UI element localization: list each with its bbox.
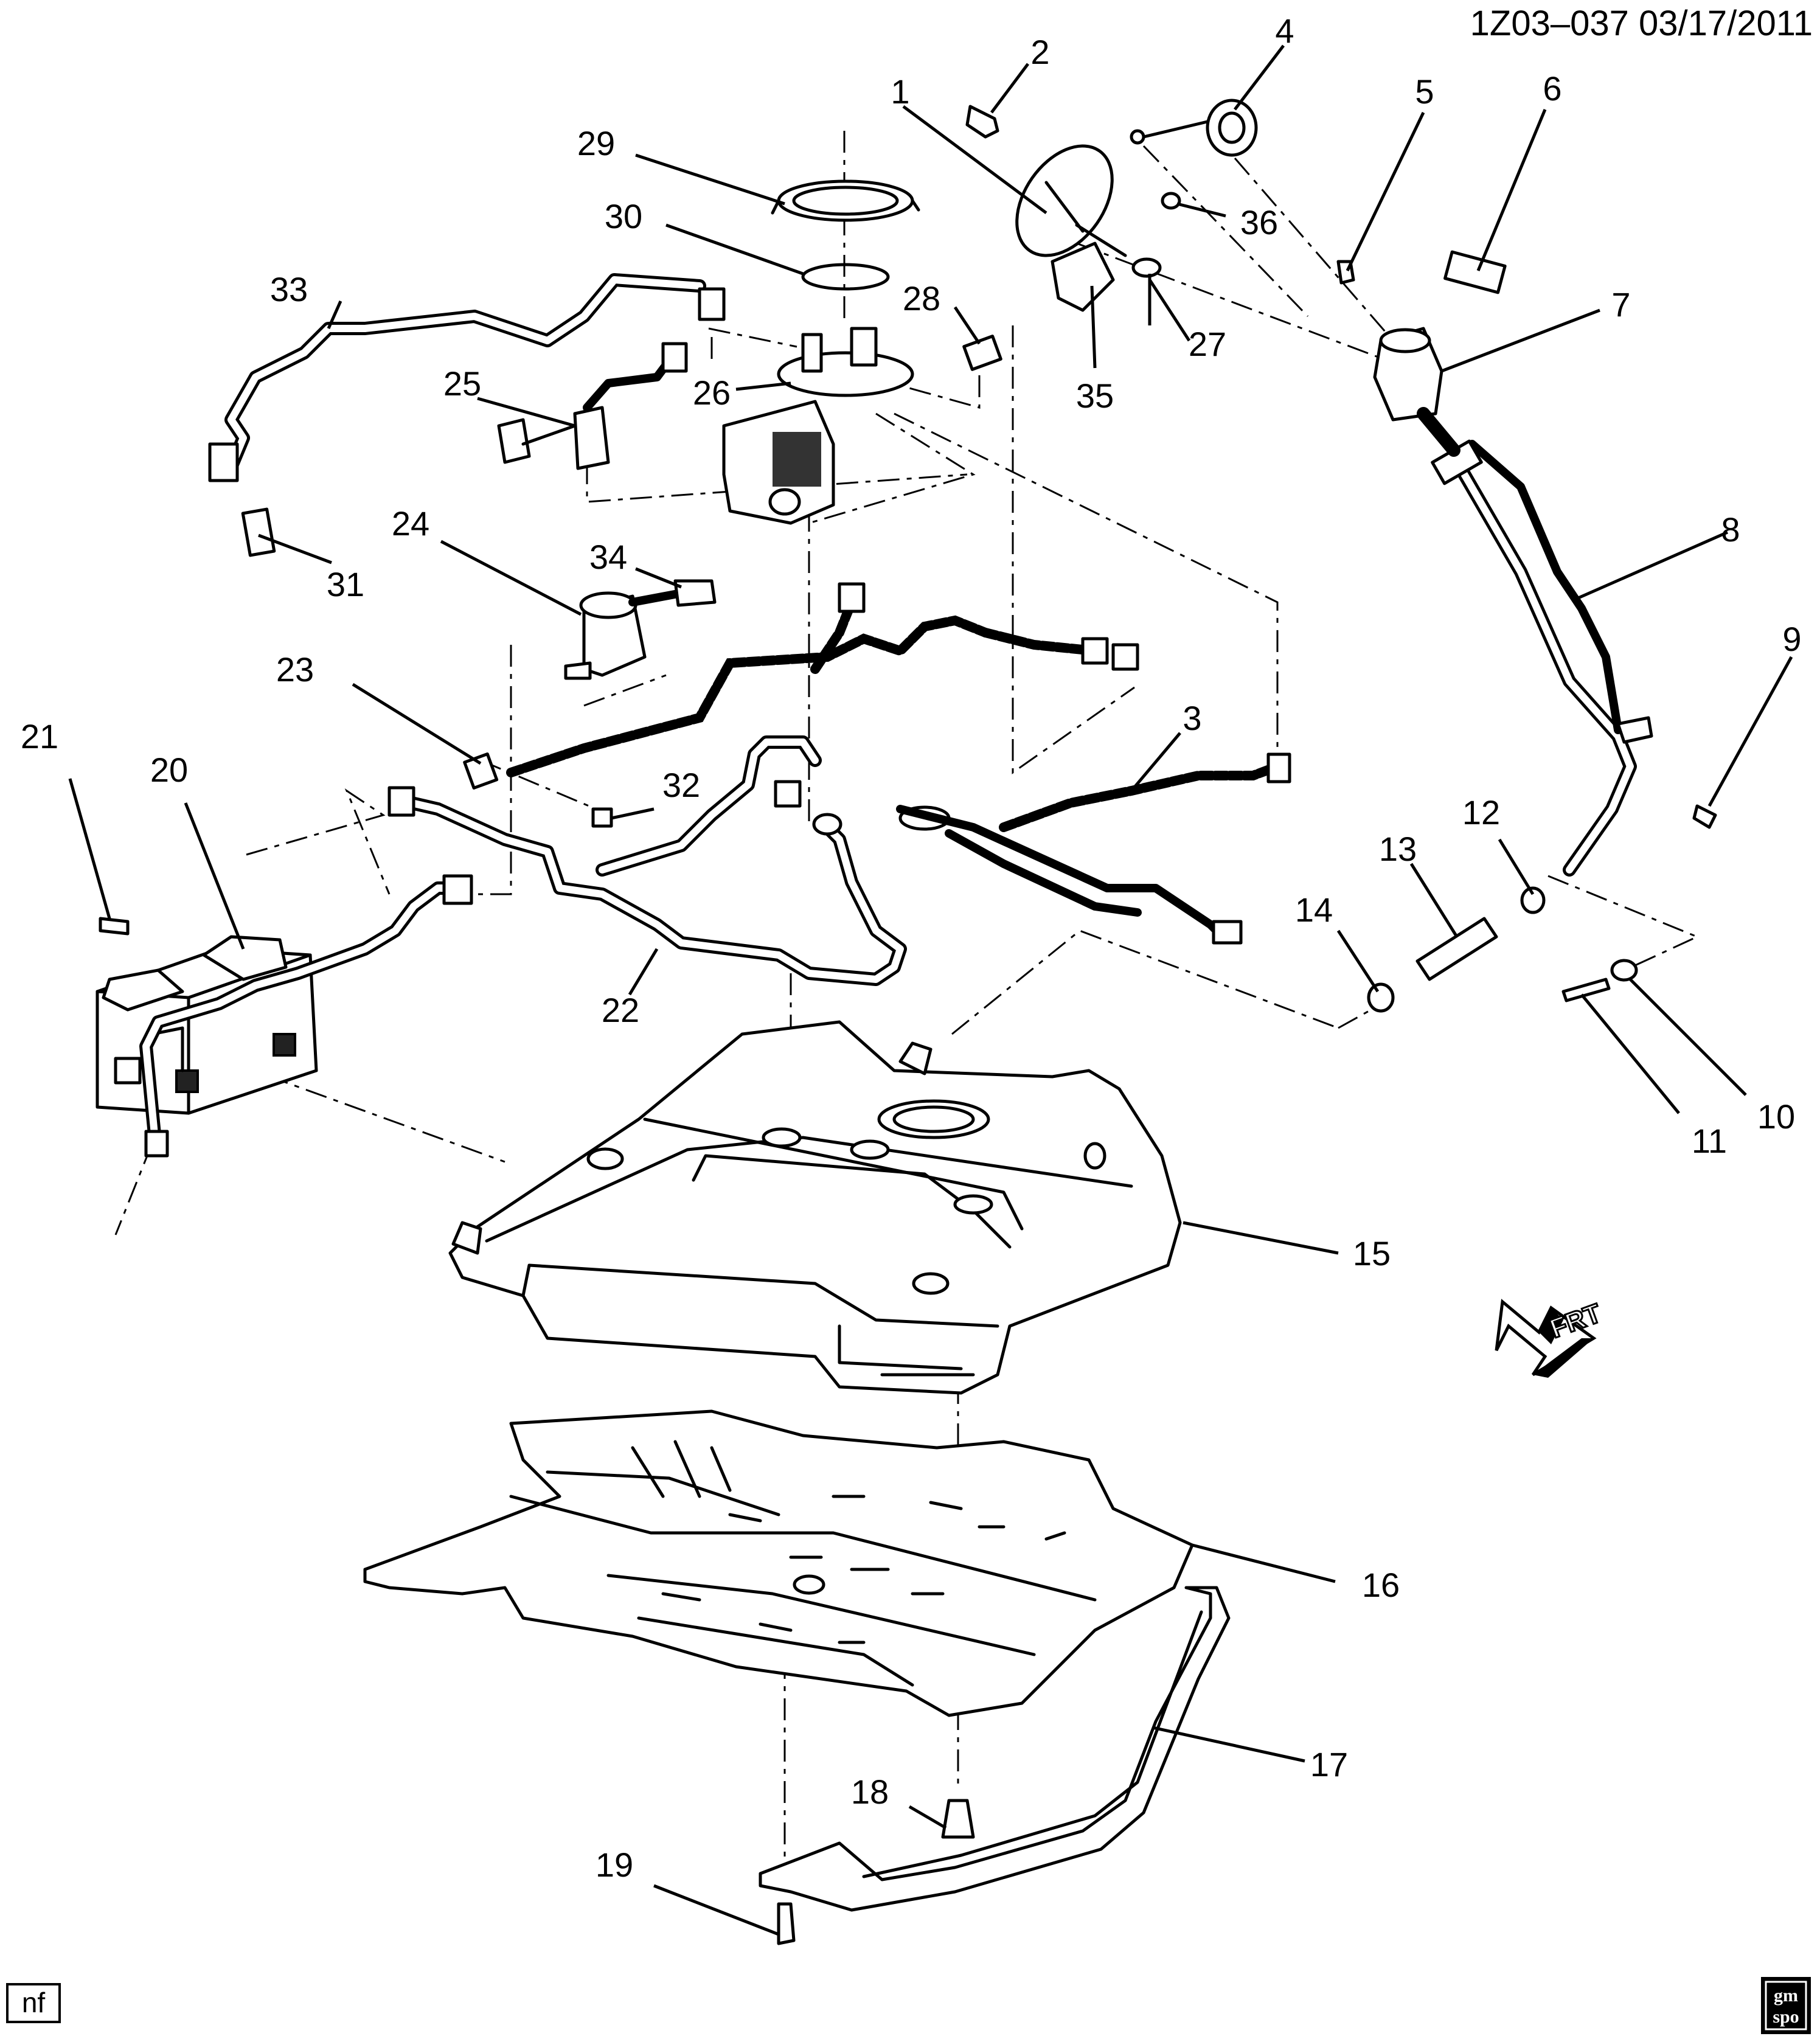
fuel-level-sender — [497, 342, 688, 470]
fuel-tank — [448, 1020, 1182, 1395]
callout-32: 32 — [662, 766, 700, 804]
callout-19: 19 — [596, 1846, 633, 1884]
callout-16: 16 — [1362, 1566, 1400, 1604]
tank-shield — [363, 1409, 1194, 1717]
callout-18: 18 — [851, 1773, 889, 1811]
badge-bottom-text: spo — [1773, 2007, 1799, 2027]
callout-13: 13 — [1379, 830, 1417, 868]
leader-lines — [68, 44, 1793, 1936]
callout-1: 1 — [891, 72, 909, 111]
callout-14: 14 — [1295, 891, 1333, 929]
lock-ring — [771, 179, 920, 222]
callout-25: 25 — [443, 364, 481, 403]
callout-8: 8 — [1721, 510, 1740, 549]
badge-top-text: gm — [1774, 1985, 1798, 2006]
evap-canister — [96, 935, 318, 1115]
callout-27: 27 — [1189, 325, 1226, 363]
callout-2: 2 — [1030, 33, 1049, 71]
callout-12: 12 — [1462, 793, 1500, 832]
callout-4: 4 — [1275, 12, 1294, 50]
filler-pocket — [1373, 327, 1461, 457]
fuel-door — [1015, 144, 1127, 312]
callout-11: 11 — [1692, 1122, 1727, 1160]
callout-7: 7 — [1611, 285, 1630, 324]
callout-28: 28 — [903, 279, 940, 318]
fuel-feed-pipe — [387, 735, 907, 986]
gm-spo-logo: gm spo — [1761, 1977, 1811, 2034]
callout-34: 34 — [589, 538, 627, 576]
callout-35: 35 — [1076, 377, 1114, 415]
callout-6: 6 — [1543, 69, 1561, 108]
callout-23: 23 — [276, 650, 314, 689]
filler-pipe — [1431, 439, 1653, 877]
callout-29: 29 — [577, 124, 615, 162]
evap-purge-valve — [564, 579, 717, 680]
footer-tag-text: nf — [22, 1987, 46, 2018]
footer-tag: nf — [6, 1983, 61, 2023]
front-direction-indicator: FRT — [1495, 1297, 1606, 1378]
wiring-harness — [463, 582, 1139, 790]
canister-vent-tube — [139, 874, 473, 1158]
callout-21: 21 — [21, 717, 58, 756]
callout-17: 17 — [1310, 1745, 1348, 1784]
callout-24: 24 — [392, 504, 429, 543]
callout-15: 15 — [1353, 1234, 1391, 1273]
callout-33: 33 — [270, 270, 308, 308]
header-code: 1Z03–037 03/17/2011 — [1470, 4, 1813, 43]
callout-30: 30 — [605, 197, 642, 235]
callout-9: 9 — [1782, 620, 1801, 658]
tank-strap — [759, 1586, 1231, 1912]
callout-31: 31 — [327, 565, 364, 603]
filler-cap — [1130, 99, 1258, 157]
callout-10: 10 — [1757, 1097, 1795, 1136]
evap-vapor-line — [208, 273, 726, 482]
callout-26: 26 — [693, 373, 731, 412]
callout-20: 20 — [150, 751, 188, 789]
callout-3: 3 — [1183, 699, 1201, 737]
callout-22: 22 — [602, 991, 639, 1029]
fuel-pump-module — [722, 327, 914, 525]
callout-numbers: 1 2 3 4 5 6 7 8 9 10 11 12 13 14 15 16 1… — [21, 12, 1802, 1884]
tank-seal — [801, 263, 890, 291]
fasteners — [99, 105, 1717, 1945]
callout-5: 5 — [1415, 72, 1434, 111]
callout-36: 36 — [1240, 203, 1278, 241]
fuel-pump-harness — [896, 752, 1291, 945]
